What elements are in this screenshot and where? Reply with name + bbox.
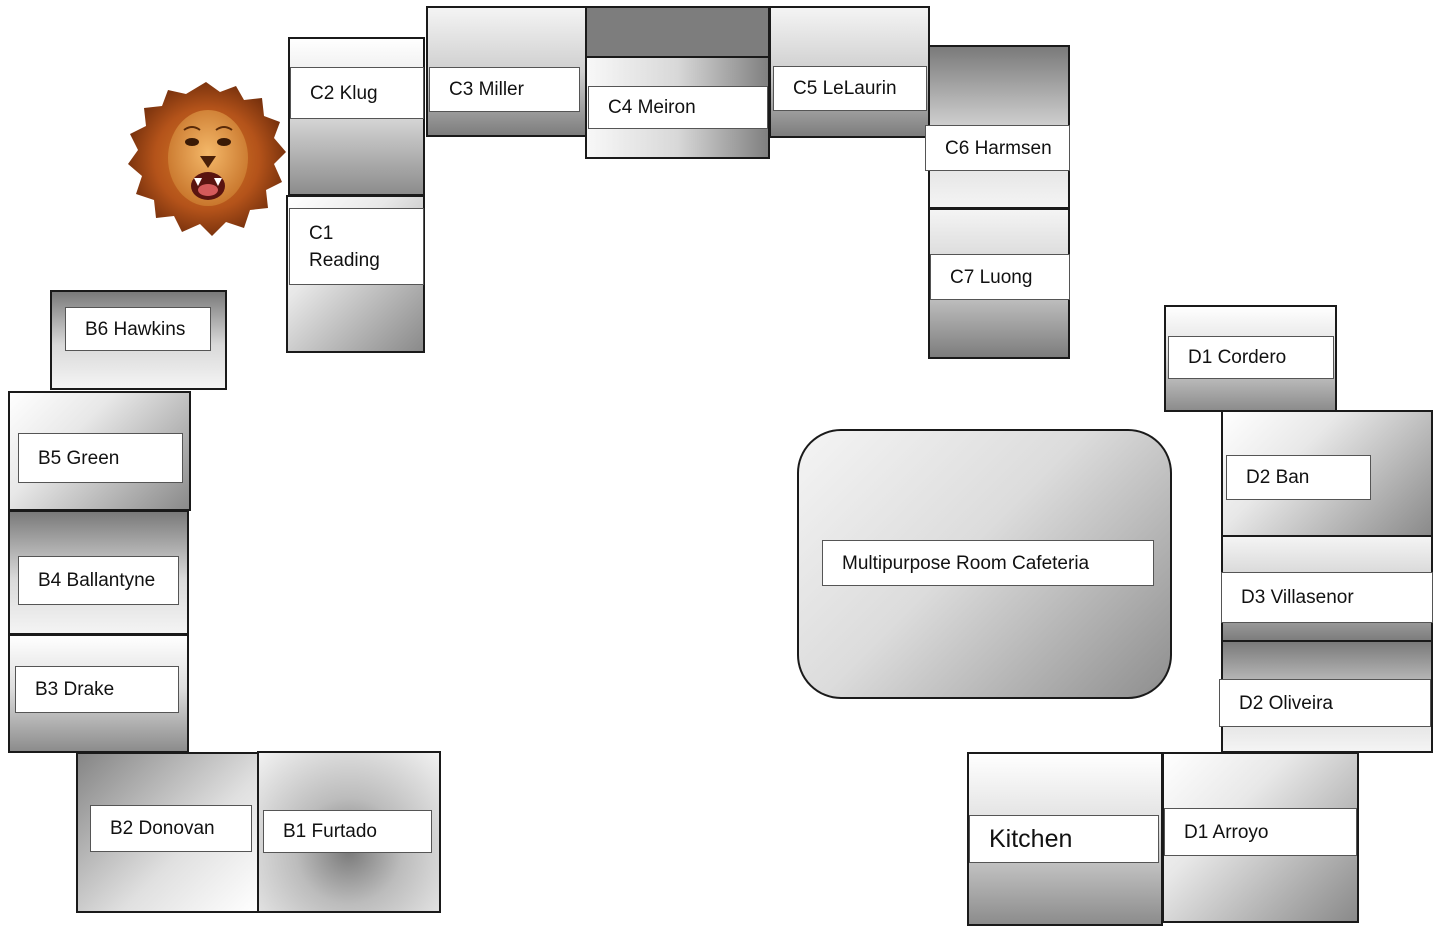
room-label-b4: B4 Ballantyne	[18, 556, 179, 605]
room-label-b2: B2 Donovan	[90, 805, 252, 852]
c4-dark-band	[587, 8, 768, 56]
room-label-b5: B5 Green	[18, 433, 183, 483]
room-label-kitchen: Kitchen	[969, 815, 1159, 863]
room-label-d2-ban: D2 Ban	[1226, 455, 1371, 500]
room-c4	[585, 6, 770, 159]
room-label-cafeteria: Multipurpose Room Cafeteria	[822, 540, 1154, 586]
room-label-c4: C4 Meiron	[588, 86, 768, 129]
room-label-b3: B3 Drake	[15, 666, 179, 713]
room-label-d2-oliveira: D2 Oliveira	[1219, 679, 1431, 727]
room-label-c3: C3 Miller	[429, 67, 580, 112]
c4-divider	[587, 56, 768, 58]
room-label-c5: C5 LeLaurin	[773, 66, 927, 111]
room-label-d3: D3 Villasenor	[1221, 572, 1433, 623]
room-label-c2: C2 Klug	[290, 67, 424, 119]
room-label-d1-cordero: D1 Cordero	[1168, 336, 1334, 379]
lion-icon	[128, 82, 286, 236]
room-label-c6: C6 Harmsen	[925, 125, 1070, 171]
room-label-b1: B1 Furtado	[263, 810, 432, 853]
room-label-d1-arroyo: D1 Arroyo	[1164, 808, 1357, 856]
room-label-b6: B6 Hawkins	[65, 307, 211, 351]
room-label-c1: C1 Reading	[289, 208, 424, 285]
room-label-c7: C7 Luong	[930, 254, 1070, 300]
